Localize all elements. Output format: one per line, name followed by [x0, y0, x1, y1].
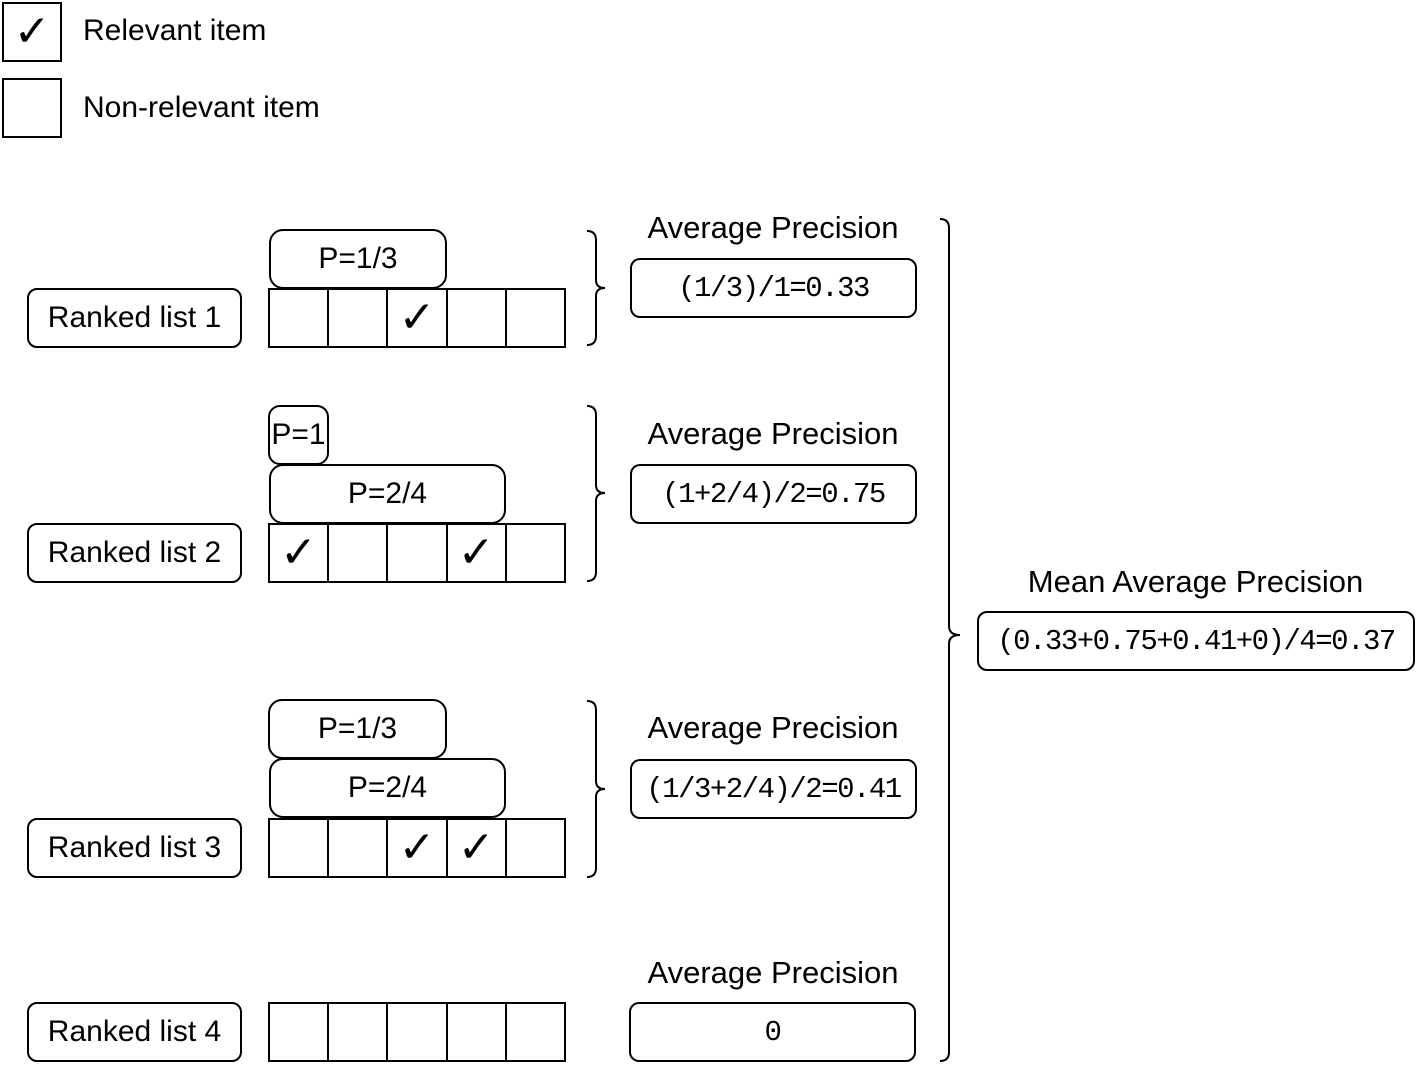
precision-box: P=2/4: [269, 464, 506, 524]
non-relevant-item-cell: [448, 290, 507, 346]
relevant-item-cell: ✓: [448, 525, 507, 581]
relevant-item-cell: ✓: [448, 820, 507, 876]
ranked-list-2-label: Ranked list 2: [27, 523, 242, 583]
ranked-list-4-label: Ranked list 4: [27, 1002, 242, 1062]
legend-relevant-label: Relevant item: [83, 14, 267, 47]
ap-title-1: Average Precision: [647, 210, 899, 245]
non-relevant-item-cell: [270, 820, 330, 876]
non-relevant-item-cell: [507, 290, 564, 346]
precision-box: P=1/3: [269, 229, 447, 289]
non-relevant-item-cell: [329, 290, 389, 346]
non-relevant-item-cell: [507, 1004, 564, 1060]
relevant-item-cell: ✓: [388, 290, 448, 346]
check-icon: ✓: [457, 527, 495, 578]
non-relevant-item-cell: [270, 290, 330, 346]
ap-formula-3: (1/3+2/4)/2=0.41: [630, 759, 917, 819]
legend-nonrelevant-label: Non-relevant item: [83, 91, 320, 124]
non-relevant-item-cell: [270, 1004, 330, 1060]
legend-relevant-box: ✓: [2, 2, 62, 62]
ranked-list-3-items: ✓✓: [268, 818, 566, 878]
non-relevant-item-cell: [507, 820, 564, 876]
brace-map: [939, 218, 961, 1062]
check-icon: ✓: [13, 6, 51, 57]
check-icon: ✓: [280, 527, 318, 578]
check-icon: ✓: [398, 292, 436, 343]
ranked-list-4-items: [268, 1002, 566, 1062]
legend-nonrelevant-box: [2, 78, 62, 138]
ap-formula-4: 0: [629, 1002, 916, 1062]
relevant-item-cell: ✓: [270, 525, 330, 581]
brace-list-3: [586, 700, 606, 878]
ap-formula-2: (1+2/4)/2=0.75: [630, 464, 917, 524]
non-relevant-item-cell: [329, 525, 389, 581]
precision-box: P=1: [268, 405, 329, 465]
non-relevant-item-cell: [329, 1004, 389, 1060]
non-relevant-item-cell: [329, 820, 389, 876]
ranked-list-3-label: Ranked list 3: [27, 818, 242, 878]
non-relevant-item-cell: [507, 525, 564, 581]
brace-list-2: [586, 405, 606, 582]
precision-box: P=1/3: [268, 699, 447, 759]
map-formula: (0.33+0.75+0.41+0)/4=0.37: [977, 611, 1415, 671]
ap-title-3: Average Precision: [647, 710, 899, 745]
check-icon: ✓: [398, 822, 436, 873]
non-relevant-item-cell: [388, 1004, 448, 1060]
ranked-list-1-items: ✓: [268, 288, 566, 348]
ap-formula-1: (1/3)/1=0.33: [630, 258, 917, 318]
ap-title-4: Average Precision: [647, 955, 899, 990]
ranked-list-2-items: ✓✓: [268, 523, 566, 583]
check-icon: ✓: [457, 822, 495, 873]
ap-title-2: Average Precision: [647, 416, 899, 451]
map-title: Mean Average Precision: [1027, 564, 1364, 599]
precision-box: P=2/4: [269, 758, 506, 818]
non-relevant-item-cell: [448, 1004, 507, 1060]
ranked-list-1-label: Ranked list 1: [27, 288, 242, 348]
non-relevant-item-cell: [388, 525, 448, 581]
relevant-item-cell: ✓: [388, 820, 448, 876]
brace-list-1: [586, 230, 606, 346]
